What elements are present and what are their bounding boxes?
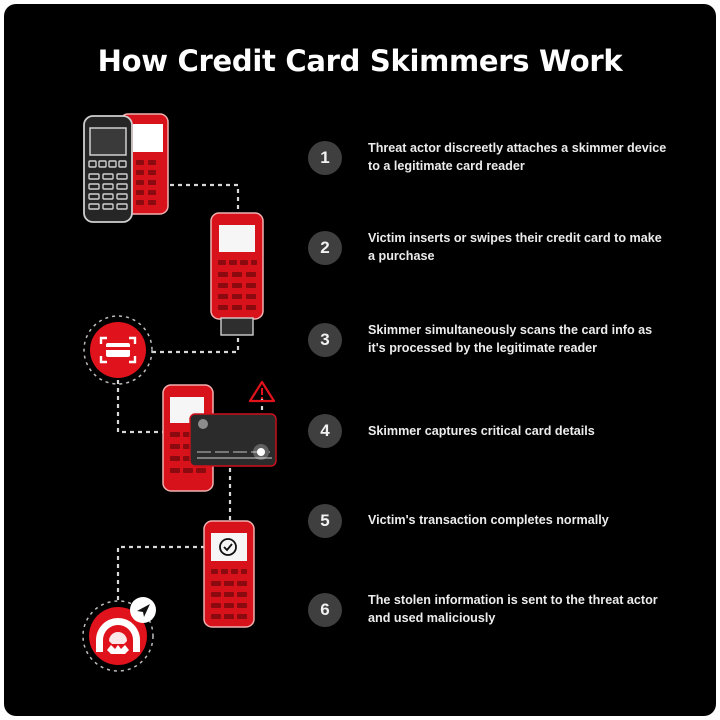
card-reader-checkmark-icon bbox=[203, 520, 255, 628]
card-captured-warning-icon bbox=[162, 380, 277, 492]
step-number-badge: 1 bbox=[308, 141, 342, 175]
step-2: 2 Victim inserts or swipes their credit … bbox=[308, 230, 668, 280]
step-number-badge: 2 bbox=[308, 231, 342, 265]
step-number-badge: 3 bbox=[308, 323, 342, 357]
page-title: How Credit Card Skimmers Work bbox=[97, 44, 623, 78]
step-5: 5 Victim's transaction completes normall… bbox=[308, 503, 668, 553]
step-1: 1 Threat actor discreetly attaches a ski… bbox=[308, 140, 668, 190]
step-description: Skimmer simultaneously scans the card in… bbox=[368, 323, 653, 355]
step-number-badge: 6 bbox=[308, 593, 342, 627]
step-description: Victim inserts or swipes their credit ca… bbox=[368, 231, 662, 263]
card-scan-icon bbox=[83, 315, 153, 385]
step-number-badge: 5 bbox=[308, 504, 342, 538]
skimmer-overlay-card-reader-icon bbox=[83, 113, 169, 223]
step-4: 4 Skimmer captures critical card details bbox=[308, 413, 668, 463]
step-6: 6 The stolen information is sent to the … bbox=[308, 592, 668, 642]
step-description: Victim's transaction completes normally bbox=[368, 513, 609, 527]
step-description: Threat actor discreetly attaches a skimm… bbox=[368, 141, 667, 173]
step-description: Skimmer captures critical card details bbox=[368, 424, 595, 438]
card-reader-with-inserted-card-icon bbox=[210, 212, 264, 336]
step-number-badge: 4 bbox=[308, 414, 342, 448]
step-3: 3 Skimmer simultaneously scans the card … bbox=[308, 322, 668, 372]
hacker-send-icon bbox=[82, 597, 156, 672]
step-description: The stolen information is sent to the th… bbox=[368, 593, 658, 625]
